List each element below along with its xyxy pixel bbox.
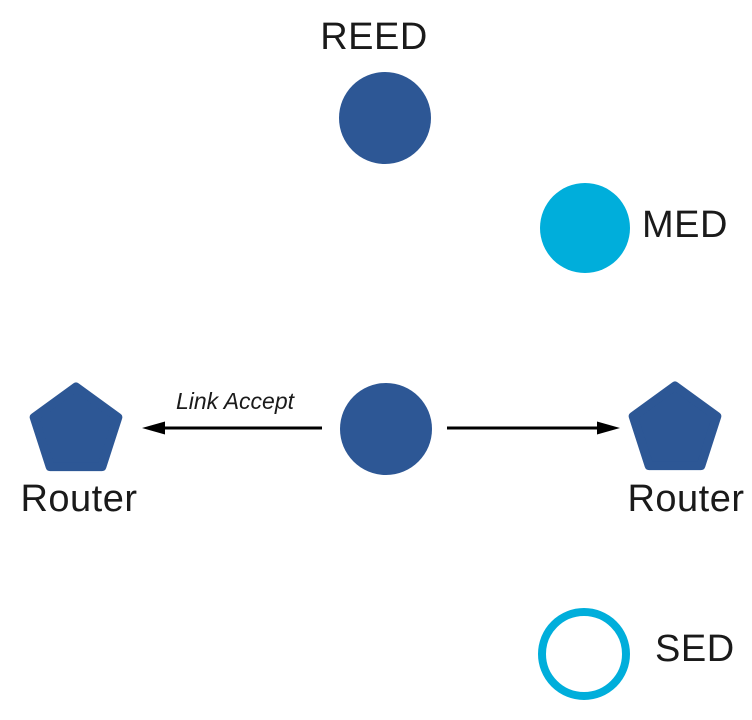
sed-label: SED	[655, 628, 735, 670]
router-left-label: Router	[20, 478, 138, 520]
link-accept-label: Link Accept	[175, 388, 295, 414]
left-arrowhead-icon	[142, 421, 165, 435]
router-right-label: Router	[627, 478, 745, 520]
reed-label: REED	[320, 16, 428, 58]
right-arrowhead-icon	[597, 421, 620, 435]
router-right-pentagon	[628, 381, 722, 471]
parent-node-circle	[340, 383, 432, 475]
med-label: MED	[642, 204, 728, 246]
reed-node-circle	[339, 72, 431, 164]
router-left-pentagon	[29, 382, 123, 472]
med-node-circle	[540, 183, 630, 273]
sed-node-circle	[538, 608, 630, 700]
